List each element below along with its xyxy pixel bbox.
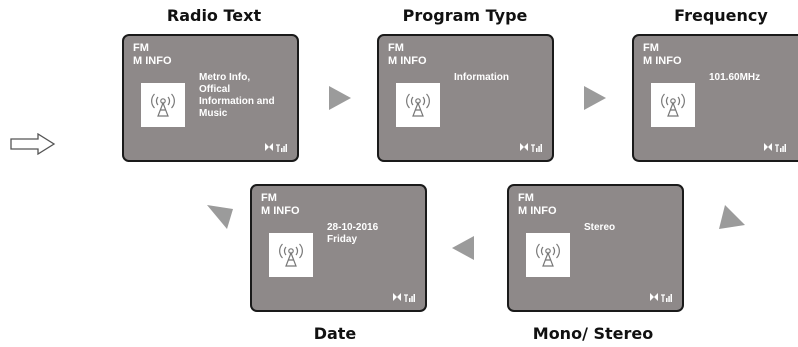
radio-tile	[651, 83, 695, 127]
info-text: 28-10-2016 Friday	[327, 222, 379, 245]
band-label: FM	[261, 192, 277, 204]
mode-label: M INFO	[133, 55, 172, 67]
caption-date: Date	[313, 324, 357, 343]
caption-program-type: Program Type	[402, 6, 528, 25]
mode-label: M INFO	[518, 205, 557, 217]
stereo-signal-status-icon	[520, 143, 542, 152]
mode-label: M INFO	[261, 205, 300, 217]
mode-label: M INFO	[643, 55, 682, 67]
band-label: FM	[133, 42, 149, 54]
radio-antenna-icon	[151, 93, 175, 117]
band-label: FM	[643, 42, 659, 54]
next-arrow-icon	[584, 86, 606, 110]
next-arrow-icon	[452, 236, 474, 260]
radio-tile	[269, 233, 313, 277]
info-text: Information	[454, 72, 509, 83]
band-label: FM	[518, 192, 534, 204]
radio-tile	[396, 83, 440, 127]
display-screen-program-type: FM M INFO Information	[377, 34, 554, 162]
band-label: FM	[388, 42, 404, 54]
radio-antenna-icon	[661, 93, 685, 117]
stereo-signal-status-icon	[650, 293, 672, 302]
stereo-signal-status-icon	[265, 143, 287, 152]
hollow-right-arrow-icon	[10, 133, 56, 155]
radio-antenna-icon	[406, 93, 430, 117]
next-arrow-icon	[207, 205, 233, 229]
display-screen-date: FM M INFO 28-10-2016 Friday	[250, 184, 427, 312]
radio-tile	[141, 83, 185, 127]
display-screen-frequency: FM M INFO 101.60MHz	[632, 34, 798, 162]
stereo-signal-status-icon	[764, 143, 786, 152]
caption-radio-text: Radio Text	[166, 6, 262, 25]
info-text: Metro Info, Offical Information and Musi…	[199, 72, 275, 119]
mode-label: M INFO	[388, 55, 427, 67]
display-screen-mono-stereo: FM M INFO Stereo	[507, 184, 684, 312]
stereo-signal-status-icon	[393, 293, 415, 302]
caption-mono-stereo: Mono/ Stereo	[532, 324, 654, 343]
next-arrow-icon	[719, 205, 745, 229]
info-text: Stereo	[584, 222, 616, 233]
display-screen-radio-text: FM M INFO Metro Info, Offical Informatio…	[122, 34, 299, 162]
radio-antenna-icon	[279, 243, 303, 267]
radio-antenna-icon	[536, 243, 560, 267]
info-text: 101.60MHz	[709, 72, 761, 83]
caption-frequency: Frequency	[674, 6, 768, 25]
radio-tile	[526, 233, 570, 277]
next-arrow-icon	[329, 86, 351, 110]
